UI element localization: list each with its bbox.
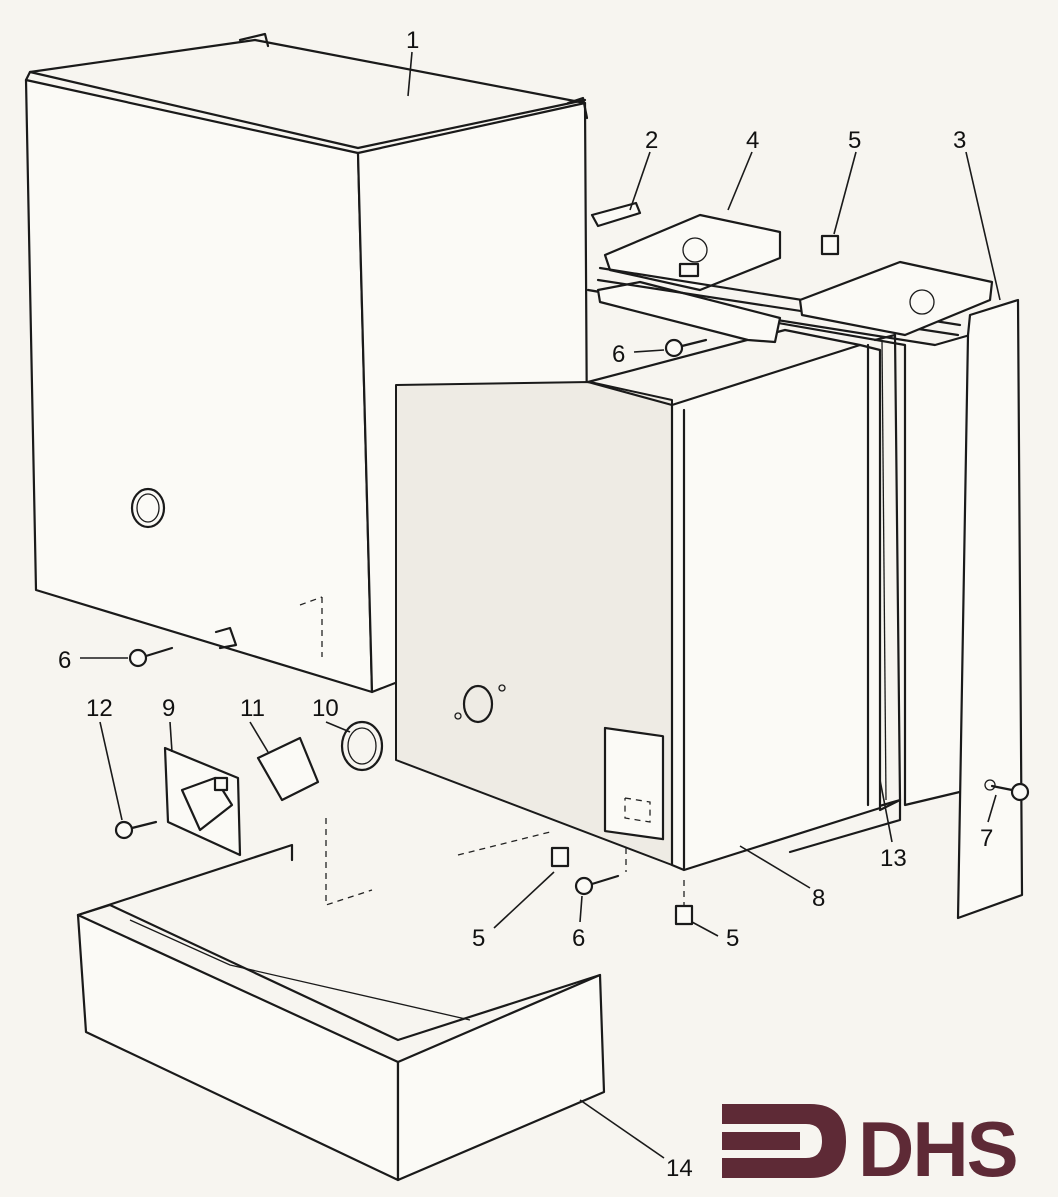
screw-part-6-bottom bbox=[574, 874, 620, 896]
part-side-panel bbox=[956, 298, 1024, 920]
callout-13: 13 bbox=[880, 845, 907, 872]
callout-5-bottom-right: 5 bbox=[726, 925, 739, 952]
leader-6-bottom bbox=[579, 895, 583, 923]
assembly-guide bbox=[325, 818, 373, 906]
callout-8: 8 bbox=[812, 885, 825, 912]
leader-13 bbox=[879, 779, 893, 843]
dhs-logo: DHS bbox=[722, 1104, 1019, 1193]
callout-2: 2 bbox=[645, 127, 658, 154]
callout-4: 4 bbox=[746, 127, 759, 154]
part-control-bracket bbox=[163, 746, 242, 857]
callout-11: 11 bbox=[240, 695, 265, 722]
leader-5-top bbox=[833, 151, 857, 235]
callout-6-left: 6 bbox=[58, 647, 71, 674]
leader-9 bbox=[169, 721, 173, 753]
leader-8 bbox=[739, 845, 811, 889]
leader-3 bbox=[965, 151, 1001, 301]
screw-part-12 bbox=[114, 820, 158, 840]
part-inner-housing bbox=[586, 328, 882, 872]
leader-5-bottom-left bbox=[493, 871, 555, 929]
callout-6-bottom: 6 bbox=[572, 925, 585, 952]
leader-12 bbox=[99, 721, 123, 821]
screw-part-7 bbox=[990, 782, 1030, 802]
callout-14: 14 bbox=[666, 1155, 693, 1182]
clip-part-5-top bbox=[820, 234, 840, 256]
callout-6-top: 6 bbox=[612, 341, 625, 368]
leader-7 bbox=[987, 794, 997, 823]
part-grommet bbox=[340, 720, 384, 772]
part-top-brackets bbox=[590, 201, 994, 344]
callout-12: 12 bbox=[86, 695, 113, 722]
leader-5-bottom-right bbox=[691, 921, 719, 937]
leader-1 bbox=[407, 51, 413, 97]
leader-10 bbox=[325, 721, 351, 733]
part-pad bbox=[256, 736, 320, 802]
part-bottom-tray bbox=[76, 843, 606, 1182]
callout-1: 1 bbox=[406, 27, 419, 54]
callout-10: 10 bbox=[312, 695, 339, 722]
screw-part-6-top bbox=[664, 338, 708, 358]
leader-6-top bbox=[633, 349, 665, 353]
leader-14 bbox=[579, 1099, 665, 1159]
assembly-guide bbox=[457, 831, 551, 856]
leader-4 bbox=[727, 151, 753, 211]
part-seal bbox=[873, 333, 902, 812]
clip-part-5-bottom-left bbox=[550, 846, 570, 868]
callout-3: 3 bbox=[953, 127, 966, 154]
leader-11 bbox=[249, 721, 269, 753]
screw-part-6-left bbox=[128, 646, 174, 668]
leader-2 bbox=[629, 151, 651, 211]
callout-5-bottom-left: 5 bbox=[472, 925, 485, 952]
clip-part-5-bottom-right bbox=[674, 904, 694, 926]
logo-arrow-mark bbox=[722, 1104, 846, 1178]
callout-7: 7 bbox=[980, 825, 993, 852]
callout-9: 9 bbox=[162, 695, 175, 722]
callout-5-top: 5 bbox=[848, 127, 861, 154]
logo-text: DHS bbox=[858, 1105, 1017, 1193]
